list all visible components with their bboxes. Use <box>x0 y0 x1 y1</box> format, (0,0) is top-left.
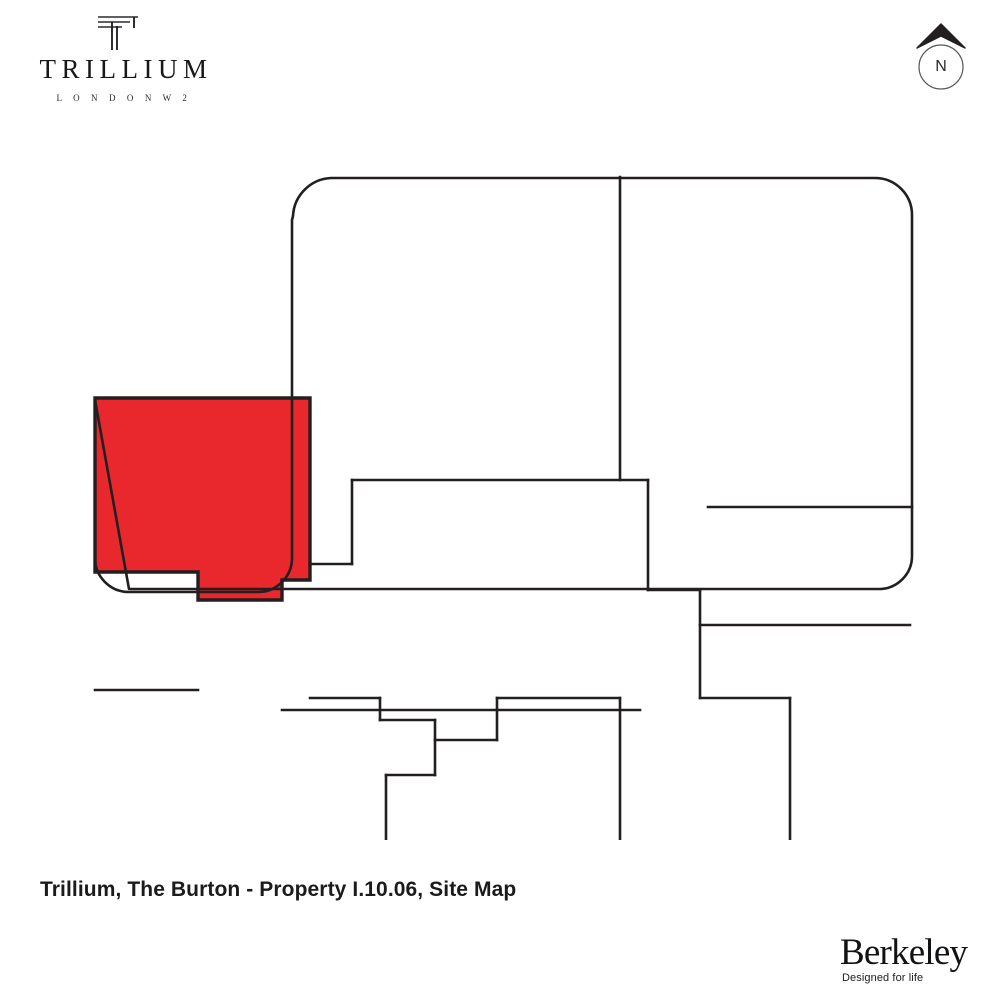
brand-wordmark: TRILLIUM <box>39 54 213 84</box>
north-circle-icon <box>918 44 964 90</box>
developer-logo: Berkeley Designed for life <box>840 934 970 986</box>
building-outline <box>93 176 914 594</box>
interior-walls-group <box>93 175 914 840</box>
developer-tagline: Designed for life <box>842 972 924 984</box>
north-indicator: N <box>905 14 977 94</box>
north-arrow-icon <box>916 23 966 90</box>
brand-logo: TRILLIUM L O N D O N W 2 <box>26 8 226 112</box>
trillium-monogram-icon <box>98 16 138 50</box>
site-plan-drawing[interactable] <box>0 120 1000 840</box>
brand-subtitle: L O N D O N W 2 <box>56 93 192 103</box>
north-chevron-icon <box>916 23 966 49</box>
developer-name: Berkeley <box>840 932 968 973</box>
highlighted-unit-polygon[interactable] <box>93 396 312 602</box>
page-caption: Trillium, The Burton - Property I.10.06,… <box>40 878 517 901</box>
